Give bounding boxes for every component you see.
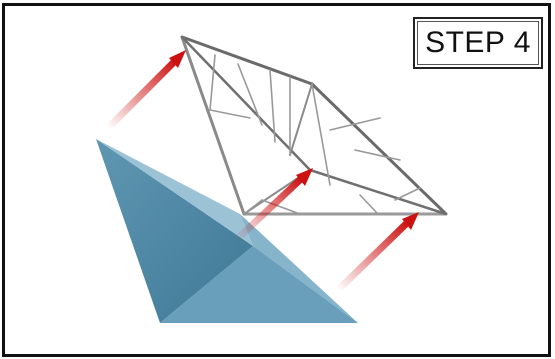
truss-frame [180, 35, 448, 216]
truss-web-2 [237, 63, 263, 126]
truss-web-5 [311, 83, 331, 186]
base-block-bottom-face [160, 246, 358, 323]
truss-web-6 [329, 117, 381, 131]
truss-inner-chord-a [180, 35, 312, 172]
arrow-icon [233, 168, 313, 243]
truss-web-3 [269, 69, 276, 143]
truss-inner-chord-b [289, 83, 313, 156]
truss-web-12 [243, 199, 263, 215]
arrow-icon [105, 50, 186, 131]
truss-inner-chord-c [308, 168, 448, 216]
truss-web-9 [394, 187, 421, 201]
truss-web-8 [359, 194, 379, 215]
arrow-icon [335, 212, 419, 293]
base-block-left-face [96, 139, 253, 323]
truss-web-1 [209, 54, 216, 111]
truss-web-7 [354, 149, 401, 161]
base-block [96, 139, 358, 323]
truss-web-10 [261, 199, 301, 215]
base-block-right-face [240, 214, 358, 323]
step-label: STEP 4 [413, 17, 543, 69]
truss-web-11 [209, 109, 251, 119]
truss-top-chord [180, 35, 314, 86]
base-block-top-face [96, 139, 253, 246]
truss-left-chord [180, 35, 246, 216]
truss-right-chord [310, 82, 448, 216]
